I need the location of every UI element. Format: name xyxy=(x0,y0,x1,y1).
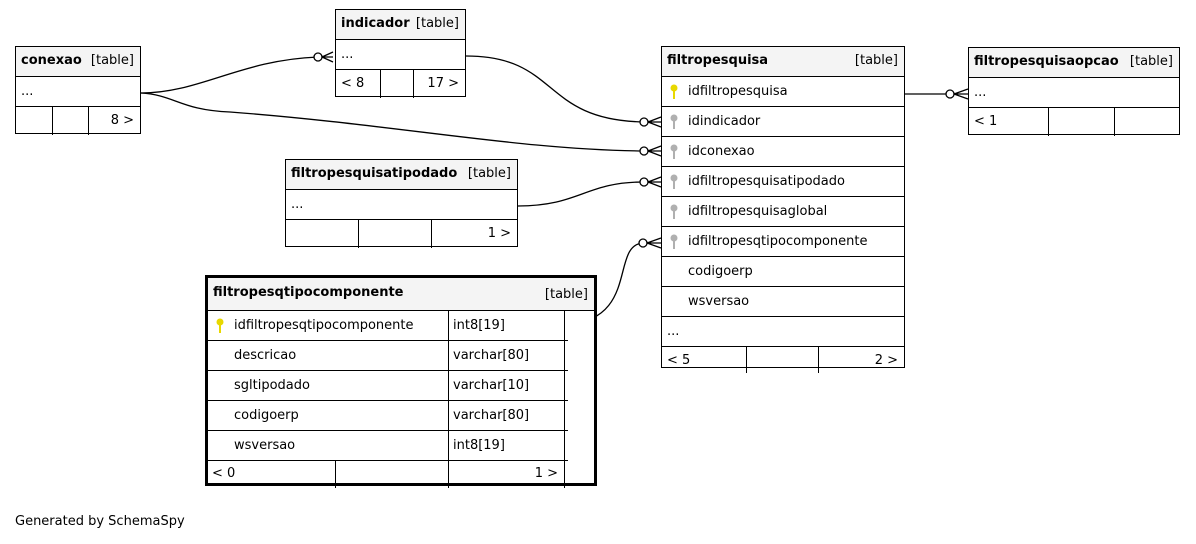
footer-row: 8 > xyxy=(16,107,140,135)
child-count: 1 > xyxy=(487,226,511,241)
column-name: wsversao xyxy=(234,438,296,453)
foreign-key-icon xyxy=(670,144,678,159)
table-header: filtropesquisaopcao [table] xyxy=(969,48,1179,78)
column-name: codigoerp xyxy=(688,264,753,279)
table-type: [table] xyxy=(467,166,511,181)
column-row: idfiltropesquisaglobal xyxy=(662,197,904,227)
column-type: varchar[80] xyxy=(453,408,530,423)
column-row: wsversao xyxy=(662,287,904,317)
column-name: wsversao xyxy=(688,294,750,309)
table-name: filtropesquisaopcao xyxy=(974,54,1119,69)
column-type: int8[19] xyxy=(453,318,505,333)
ellipsis: ... xyxy=(21,84,34,99)
parent-count: < 0 xyxy=(212,466,236,481)
table-name: filtropesqtipocomponente xyxy=(213,285,404,300)
foreign-key-icon xyxy=(670,174,678,189)
ellipsis-row: ... xyxy=(286,190,517,220)
column-row: descricao varchar[80] xyxy=(208,341,568,371)
ellipsis: ... xyxy=(667,324,680,339)
column-row: wsversao int8[19] xyxy=(208,431,568,461)
table-type: [table] xyxy=(544,287,588,302)
column-row: sgltipodado varchar[10] xyxy=(208,371,568,401)
table-conexao[interactable]: conexao [table] ... 8 > xyxy=(15,46,141,135)
column-name: idindicador xyxy=(688,114,761,129)
ellipsis: ... xyxy=(341,47,354,62)
footer-row: 1 > xyxy=(286,220,517,248)
column-name: idfiltropesqtipocomponente xyxy=(688,234,868,249)
table-type: [table] xyxy=(90,53,134,68)
footer-row: < 1 xyxy=(969,108,1179,136)
table-type: [table] xyxy=(854,53,898,68)
parent-count: < 5 xyxy=(667,353,691,368)
footer-row: < 0 1 > xyxy=(208,461,568,488)
child-count: 2 > xyxy=(874,353,898,368)
foreign-key-icon xyxy=(670,234,678,249)
column-row: codigoerp varchar[80] xyxy=(208,401,568,431)
ellipsis: ... xyxy=(291,197,304,212)
ellipsis-row: ... xyxy=(662,317,904,347)
column-row: idfiltropesqtipocomponente xyxy=(662,227,904,257)
ellipsis-row: ... xyxy=(336,40,465,70)
table-filtropesqtipocomponente[interactable]: filtropesqtipocomponente [table] idfiltr… xyxy=(205,275,597,488)
table-header: filtropesqtipocomponente [table] xyxy=(208,278,594,311)
edge-indicador-filtropesquisa xyxy=(465,55,645,123)
footer-row: < 8 17 > xyxy=(336,70,465,98)
generator-credit: Generated by SchemaSpy xyxy=(15,514,185,529)
column-row: idconexao xyxy=(662,137,904,167)
child-count: 1 > xyxy=(534,466,558,481)
edge-conexao-filtropesquisa xyxy=(140,92,645,152)
column-type: varchar[10] xyxy=(453,378,530,393)
table-filtropesquisa[interactable]: filtropesquisa [table] idfiltropesquisa … xyxy=(661,46,905,373)
table-name: indicador xyxy=(341,16,410,31)
ellipsis-row: ... xyxy=(16,77,140,107)
edge-tipodado-filtropesquisa xyxy=(517,181,645,207)
primary-key-icon xyxy=(216,318,224,333)
column-row: idfiltropesqtipocomponente int8[19] xyxy=(208,311,568,341)
column-name: codigoerp xyxy=(234,408,299,423)
table-name: filtropesquisatipodado xyxy=(291,166,458,181)
table-name: filtropesquisa xyxy=(667,53,769,68)
column-name: sgltipodado xyxy=(234,378,310,393)
parent-count: < 8 xyxy=(341,76,365,91)
column-type: varchar[80] xyxy=(453,348,530,363)
ellipsis: ... xyxy=(974,85,987,100)
primary-key-icon xyxy=(670,84,678,99)
column-row: idindicador xyxy=(662,107,904,137)
table-filtropesquisaopcao[interactable]: filtropesquisaopcao [table] ... < 1 xyxy=(968,47,1180,136)
parent-count: < 1 xyxy=(974,114,998,129)
column-name: idfiltropesquisatipodado xyxy=(688,174,845,189)
column-name: idconexao xyxy=(688,144,755,159)
table-header: filtropesquisatipodado [table] xyxy=(286,160,517,190)
child-count: 8 > xyxy=(110,113,134,128)
column-name: idfiltropesqtipocomponente xyxy=(234,318,414,333)
table-header: filtropesquisa [table] xyxy=(662,47,904,77)
footer-row: < 5 2 > xyxy=(662,347,904,373)
table-header: conexao [table] xyxy=(16,47,140,77)
column-name: descricao xyxy=(234,348,297,363)
column-name: idfiltropesquisaglobal xyxy=(688,204,828,219)
edge-conexao-indicador xyxy=(140,56,319,94)
table-type: [table] xyxy=(415,16,459,31)
column-row: idfiltropesquisa xyxy=(662,77,904,107)
foreign-key-icon xyxy=(670,114,678,129)
column-name: idfiltropesquisa xyxy=(688,84,788,99)
column-row: idfiltropesquisatipodado xyxy=(662,167,904,197)
foreign-key-icon xyxy=(670,204,678,219)
table-indicador[interactable]: indicador [table] ... < 8 17 > xyxy=(335,9,466,98)
column-row: codigoerp xyxy=(662,257,904,287)
table-type: [table] xyxy=(1129,54,1173,69)
child-count: 17 > xyxy=(427,76,459,91)
column-type: int8[19] xyxy=(453,438,505,453)
table-header: indicador [table] xyxy=(336,10,465,40)
table-filtropesquisatipodado[interactable]: filtropesquisatipodado [table] ... 1 > xyxy=(285,159,518,248)
table-name: conexao xyxy=(21,53,82,68)
ellipsis-row: ... xyxy=(969,78,1179,108)
